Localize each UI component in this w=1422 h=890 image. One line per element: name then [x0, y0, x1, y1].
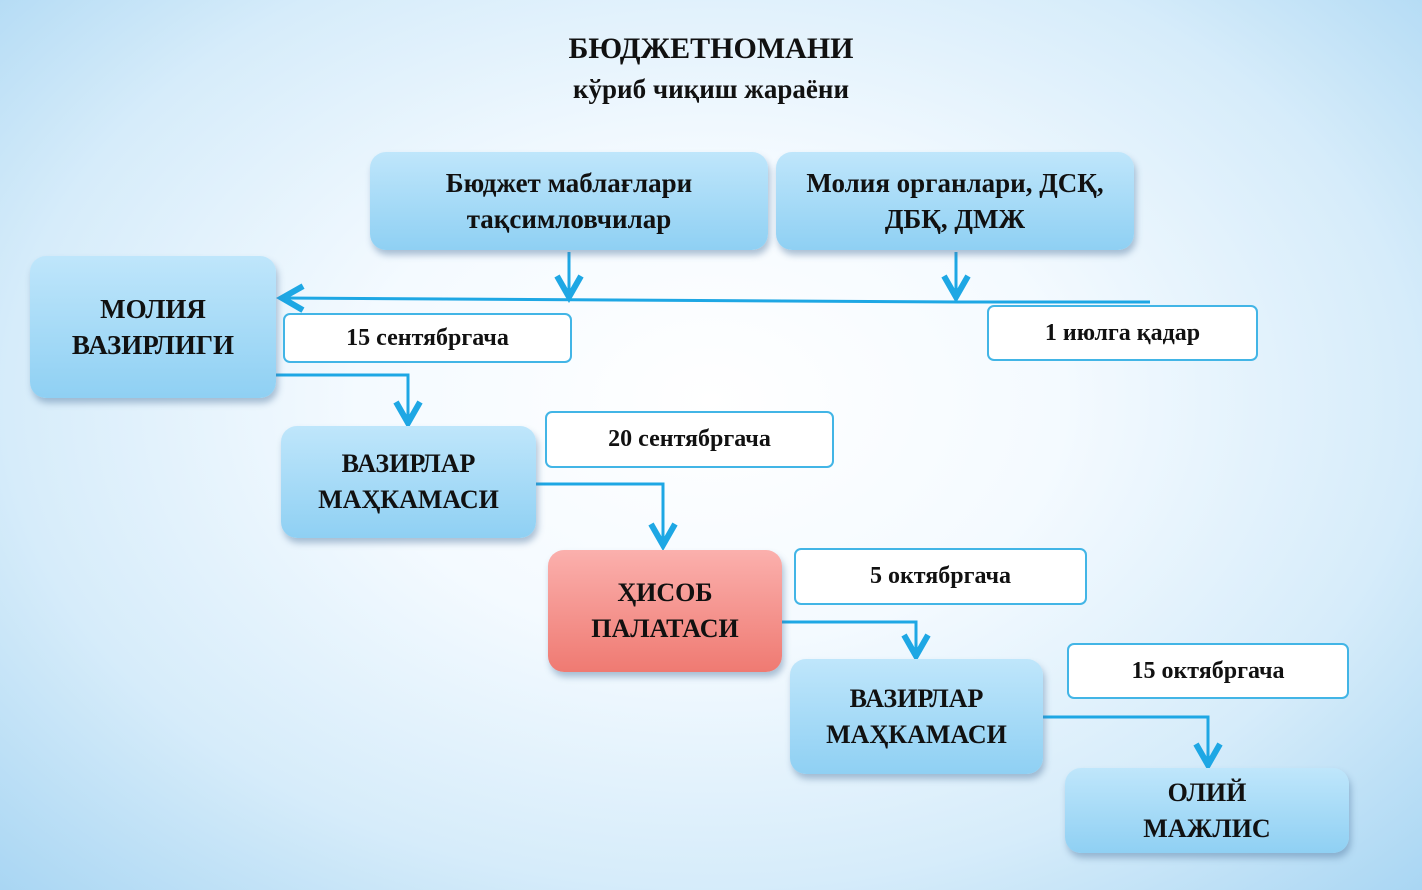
arrow-ministry-cabinet — [276, 373, 408, 423]
deadline-sep15: 15 сентябргача — [283, 313, 572, 363]
node-ministry-of-finance: МОЛИЯ ВАЗИРЛИГИ — [30, 256, 276, 398]
deadline-oct15: 15 октябргача — [1067, 643, 1349, 699]
node-accounts-chamber: ҲИСОБ ПАЛАТАСИ — [548, 550, 782, 672]
page-subtitle: кўриб чиқиш жараёни — [572, 74, 849, 104]
node-oliy-majlis: ОЛИЙ МАЖЛИС — [1065, 768, 1349, 853]
arrow-to-ministry — [282, 298, 1150, 302]
page-title: БЮДЖЕТНОМАНИ — [568, 32, 854, 65]
node-cabinet-of-ministers-2: ВАЗИРЛАР МАҲКАМАСИ — [790, 659, 1043, 774]
arrow-chamber-cabinet — [782, 620, 916, 656]
deadline-july1: 1 июлга қадар — [987, 305, 1258, 361]
deadline-sep20: 20 сентябргача — [545, 411, 834, 468]
node-cabinet-of-ministers-1: ВАЗИРЛАР МАҲКАМАСИ — [281, 426, 536, 538]
node-finance-bodies: Молия органлари, ДСҚ, ДБҚ, ДМЖ — [776, 152, 1134, 250]
arrow-cabinet-chamber — [536, 482, 663, 545]
node-budget-distributors: Бюджет маблағлари тақсимловчилар — [370, 152, 768, 250]
deadline-oct5: 5 октябргача — [794, 548, 1087, 605]
arrow-cabinet-majlis — [1043, 715, 1208, 765]
